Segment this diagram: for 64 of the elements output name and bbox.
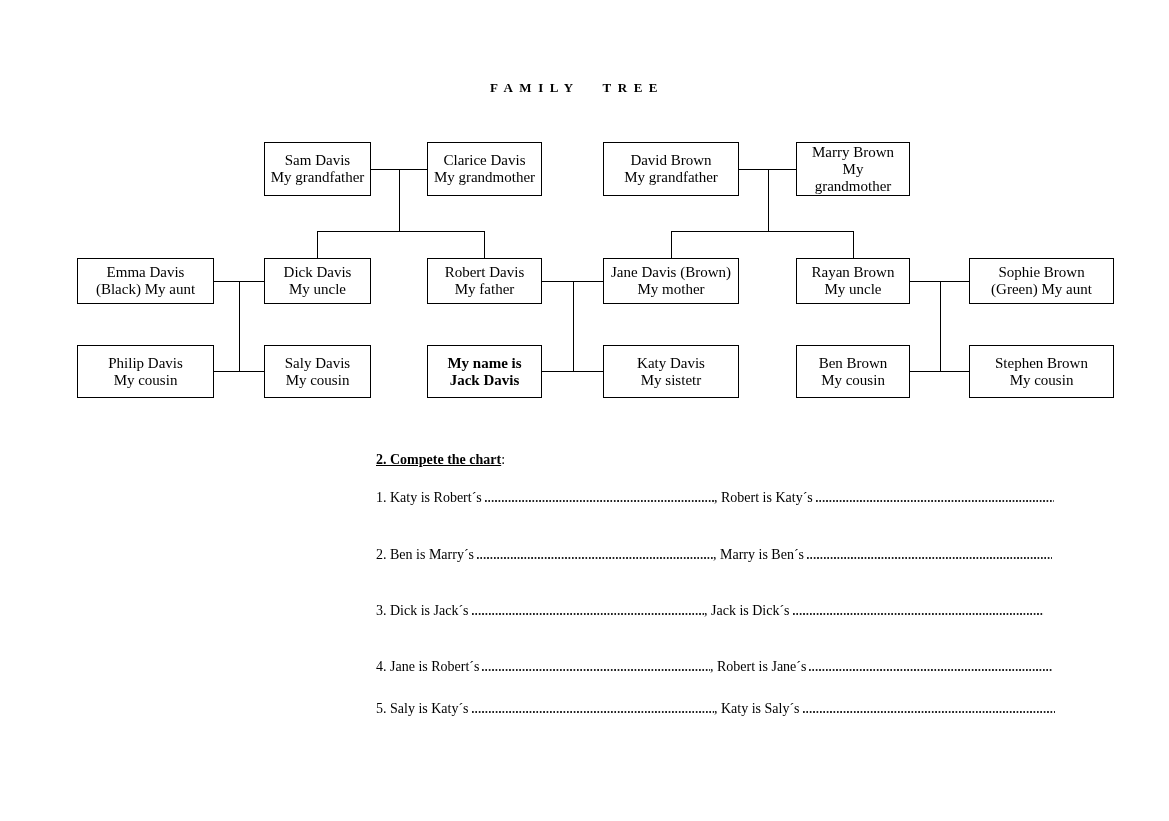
person-box — [603, 258, 739, 304]
person-name: Marry Brown — [811, 143, 895, 161]
person-box — [264, 258, 371, 304]
exercise-text: 4. Jane is Robert´s — [376, 658, 480, 676]
person-name: Clarice Davis — [443, 152, 526, 169]
relation-text: (Green) My aunt — [991, 281, 1092, 298]
person-box — [77, 345, 214, 398]
person-box — [796, 345, 910, 398]
relation-text: My grandfather — [270, 169, 365, 186]
relation-text: My mother — [637, 281, 705, 298]
connector-line — [213, 280, 265, 372]
relation-text: My cousin — [821, 371, 885, 389]
exercise-text: 2. Ben is Marry´s — [376, 546, 474, 564]
relation-text: (Black) My aunt — [95, 281, 196, 298]
relation-text: My cousin — [113, 371, 178, 389]
person-box — [796, 142, 910, 196]
person-box — [427, 142, 542, 196]
exercise-text: , Robert is Jane´s — [710, 658, 807, 676]
connector-line — [909, 280, 970, 372]
relation-text: My father — [454, 281, 515, 298]
exercise-text: , Robert is Katy´s — [714, 489, 813, 507]
title: FAMILY TREE — [490, 80, 664, 96]
person-box — [264, 345, 371, 398]
person-name: Philip Davis — [108, 354, 183, 372]
person-box — [427, 258, 542, 304]
person-box — [969, 345, 1114, 398]
person-name: Sophie Brown — [998, 264, 1085, 281]
person-name: Emma Davis — [106, 264, 185, 281]
relation-text: My uncle — [288, 281, 347, 298]
person-name: Saly Davis — [284, 354, 351, 372]
person-name: Sam Davis — [284, 152, 351, 169]
person-name: Dick Davis — [283, 264, 352, 281]
person-name: Stephen Brown — [995, 354, 1088, 372]
person-box — [603, 142, 739, 196]
exercise-text: , Katy is Saly´s — [714, 700, 800, 718]
person-box — [796, 258, 910, 304]
person-box — [427, 345, 542, 398]
person-box — [77, 258, 214, 304]
person-name: Rayan Brown — [811, 264, 895, 281]
person-box — [603, 345, 739, 398]
exercise-text: 3. Dick is Jack´s — [376, 602, 469, 620]
person-name: Robert Davis — [444, 264, 525, 281]
relation-text: My uncle — [824, 281, 882, 298]
connector-line — [541, 280, 604, 372]
connector-line — [317, 168, 485, 259]
exercise-text: , Jack is Dick´s — [704, 602, 790, 620]
section-heading: 2. Compete the chart: — [376, 451, 506, 469]
relation-text: My grandmother — [813, 160, 893, 195]
person-name: Jane Davis (Brown) — [611, 264, 731, 281]
relation-text: My grandmother — [433, 169, 536, 186]
person-name: Ben Brown — [818, 354, 888, 372]
exercise-text: , Marry is Ben´s — [713, 546, 804, 564]
relation-text: My sistetr — [640, 371, 702, 389]
person-name: Katy Davis — [637, 354, 705, 372]
person-box — [264, 142, 371, 196]
person-name: David Brown — [630, 152, 712, 169]
exercise-text: 1. Katy is Robert´s — [376, 489, 482, 507]
relation-text: My cousin — [1009, 371, 1074, 389]
person-box — [969, 258, 1114, 304]
person-name: My name is Jack Davis — [446, 354, 523, 389]
exercise-text: 5. Saly is Katy´s — [376, 700, 469, 718]
relation-text: My grandfather — [624, 169, 718, 186]
connector-line — [670, 168, 854, 259]
relation-text: My cousin — [285, 371, 350, 389]
